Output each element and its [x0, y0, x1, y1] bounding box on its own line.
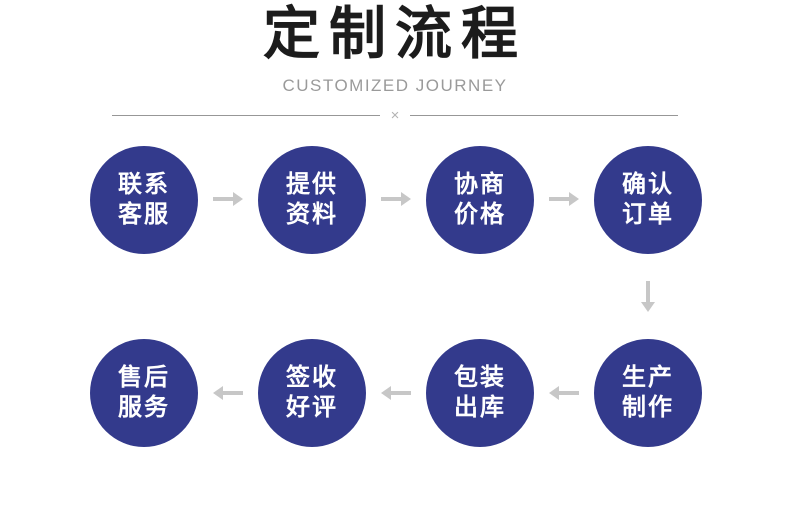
step-label-line: 签收	[286, 364, 338, 391]
step-label-line: 确认	[622, 171, 674, 198]
arrow-down-icon	[641, 281, 655, 312]
arrow-left-icon	[549, 386, 579, 400]
page-subtitle: CUSTOMIZED JOURNEY	[282, 76, 508, 95]
arrow-right-icon	[549, 192, 579, 206]
step-label-line: 服务	[118, 394, 170, 421]
arrow-left-icon	[381, 386, 411, 400]
step-label-line: 好评	[286, 394, 338, 421]
divider-line-right	[410, 115, 679, 116]
step-label-line: 资料	[286, 201, 338, 228]
step-label-line: 制作	[622, 394, 674, 421]
step-label-line: 价格	[454, 201, 506, 228]
step-label-line: 协商	[454, 171, 506, 198]
arrow-right-icon	[213, 192, 243, 206]
step-label-line: 客服	[118, 201, 170, 228]
arrow-right-icon	[381, 192, 411, 206]
step-label-line: 提供	[286, 171, 338, 198]
step-confirm-order: 确认 订单	[594, 146, 702, 254]
step-label-line: 出库	[454, 394, 506, 421]
divider-line-left	[112, 115, 380, 116]
step-contact-service: 联系 客服	[90, 146, 198, 254]
divider: ×	[112, 107, 679, 124]
step-pack-and-ship: 包装 出库	[426, 339, 534, 447]
step-provide-materials: 提供 资料	[258, 146, 366, 254]
x-mark-icon: ×	[390, 107, 400, 124]
page-title: 定制流程	[263, 2, 527, 66]
step-label-line: 生产	[622, 364, 674, 391]
step-label-line: 联系	[118, 171, 170, 198]
step-sign-and-review: 签收 好评	[258, 339, 366, 447]
arrow-left-icon	[213, 386, 243, 400]
step-label-line: 售后	[118, 364, 170, 391]
step-negotiate-price: 协商 价格	[426, 146, 534, 254]
step-label-line: 订单	[622, 201, 674, 228]
step-after-sales-service: 售后 服务	[90, 339, 198, 447]
step-production: 生产 制作	[594, 339, 702, 447]
step-label-line: 包装	[454, 364, 506, 391]
